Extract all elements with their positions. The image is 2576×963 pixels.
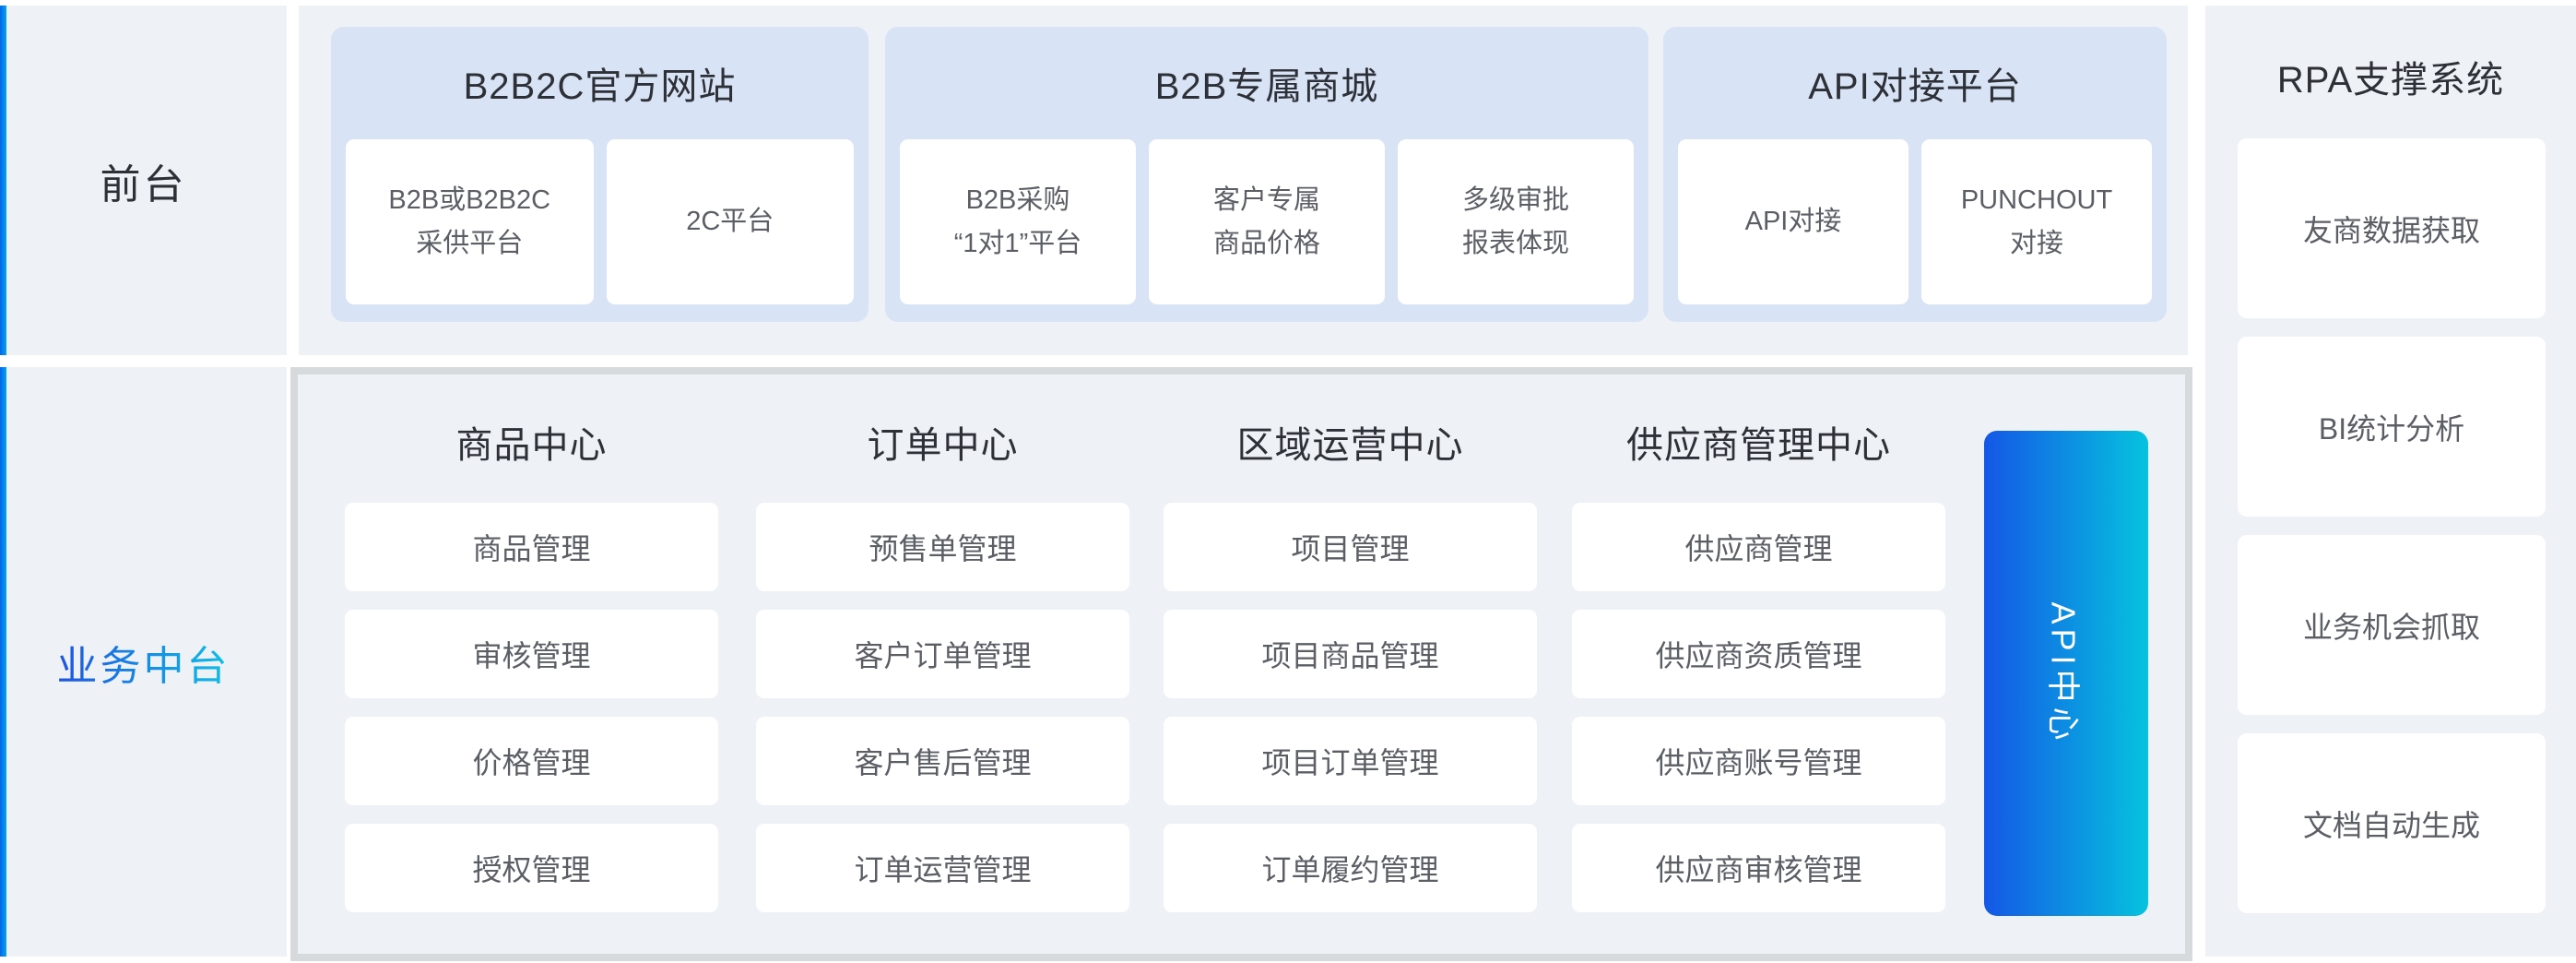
node-api-integration: API对接 bbox=[1678, 139, 1908, 304]
node-customer-exclusive-prices: 客户专属 商品价格 bbox=[1149, 139, 1385, 304]
node-label-line: 客户专属 bbox=[1212, 184, 1320, 215]
column-title: 商品中心 bbox=[455, 425, 608, 466]
front-stage-panel: 前台 bbox=[0, 6, 287, 355]
middle-stage-accent-bar bbox=[0, 367, 6, 957]
node-label-line: B2B采购 bbox=[965, 184, 1070, 215]
node-bi-statistical-analysis: BI统计分析 bbox=[2238, 337, 2546, 517]
node-presale-order-management: 预售单管理 bbox=[756, 503, 1129, 591]
node-project-product-management: 项目商品管理 bbox=[1164, 610, 1537, 698]
group-children: B2B或B2B2C 采供平台 2C平台 bbox=[331, 139, 869, 322]
api-center-label: API中心 bbox=[2045, 601, 2083, 745]
node-product-management: 商品管理 bbox=[345, 503, 718, 591]
column-title: 区域运营中心 bbox=[1236, 425, 1464, 466]
column-regional-operation-center: 区域运营中心 项目管理 项目商品管理 项目订单管理 订单履约管理 bbox=[1164, 374, 1537, 912]
group-b2b-exclusive-mall: B2B专属商城 B2B采购 “1对1”平台 客户专属 商品价格 多级审批 报表体… bbox=[885, 27, 1648, 322]
node-customer-aftersales-management: 客户售后管理 bbox=[756, 717, 1129, 805]
rpa-support-panel: RPA支撑系统 友商数据获取 BI统计分析 业务机会抓取 文档自动生成 bbox=[2205, 6, 2576, 957]
node-price-management: 价格管理 bbox=[345, 717, 718, 805]
node-business-opportunity-capture: 业务机会抓取 bbox=[2238, 535, 2546, 715]
node-label-line: 对接 bbox=[2009, 228, 2063, 258]
node-authorization-management: 授权管理 bbox=[345, 824, 718, 912]
column-supplier-management-center: 供应商管理中心 供应商管理 供应商资质管理 供应商账号管理 供应商审核管理 bbox=[1572, 374, 1945, 912]
node-project-order-management: 项目订单管理 bbox=[1164, 717, 1537, 805]
column-items: 商品管理 审核管理 价格管理 授权管理 bbox=[345, 503, 718, 912]
node-customer-order-management: 客户订单管理 bbox=[756, 610, 1129, 698]
group-title: B2B2C官方网站 bbox=[463, 66, 737, 107]
column-title: 订单中心 bbox=[867, 425, 1019, 466]
group-title: B2B专属商城 bbox=[1154, 66, 1379, 107]
business-middle-platform-box: 商品中心 商品管理 审核管理 价格管理 授权管理 订单中心 预售单管理 客户订单… bbox=[290, 367, 2192, 961]
middle-stage-panel: 业务中台 bbox=[0, 367, 287, 957]
rpa-title: RPA支撑系统 bbox=[2276, 60, 2505, 101]
front-stage-row: B2B2C官方网站 B2B或B2B2C 采供平台 2C平台 B2B专属商城 B2… bbox=[299, 6, 2188, 355]
group-children: API对接 PUNCHOUT 对接 bbox=[1663, 139, 2167, 322]
node-label-line: 采供平台 bbox=[416, 228, 524, 258]
node-b2b-or-b2b2c-platform: B2B或B2B2C 采供平台 bbox=[346, 139, 594, 304]
column-items: 供应商管理 供应商资质管理 供应商账号管理 供应商审核管理 bbox=[1572, 503, 1945, 912]
node-label-line: API对接 bbox=[1744, 207, 1842, 236]
node-supplier-qualification-management: 供应商资质管理 bbox=[1572, 610, 1945, 698]
column-items: 项目管理 项目商品管理 项目订单管理 订单履约管理 bbox=[1164, 503, 1537, 912]
node-order-operation-management: 订单运营管理 bbox=[756, 824, 1129, 912]
node-label-line: 报表体现 bbox=[1461, 228, 1569, 258]
api-center-bar: API中心 bbox=[1984, 431, 2148, 916]
column-order-center: 订单中心 预售单管理 客户订单管理 客户售后管理 订单运营管理 bbox=[756, 374, 1129, 912]
node-review-management: 审核管理 bbox=[345, 610, 718, 698]
front-stage-accent-bar bbox=[0, 6, 6, 355]
column-items: 预售单管理 客户订单管理 客户售后管理 订单运营管理 bbox=[756, 503, 1129, 912]
node-label-line: “1对1”平台 bbox=[953, 228, 1082, 258]
node-multi-level-approval-reports: 多级审批 报表体现 bbox=[1398, 139, 1634, 304]
node-label-line: 商品价格 bbox=[1212, 228, 1320, 258]
middle-stage-label: 业务中台 bbox=[57, 633, 230, 692]
column-title: 供应商管理中心 bbox=[1626, 425, 1891, 466]
node-b2b-purchase-1to1-platform: B2B采购 “1对1”平台 bbox=[900, 139, 1136, 304]
node-label-line: 多级审批 bbox=[1461, 184, 1569, 215]
node-competitor-data-acquisition: 友商数据获取 bbox=[2238, 138, 2546, 318]
node-document-auto-generation: 文档自动生成 bbox=[2238, 733, 2546, 913]
group-children: B2B采购 “1对1”平台 客户专属 商品价格 多级审批 报表体现 bbox=[885, 139, 1648, 322]
node-2c-platform: 2C平台 bbox=[606, 139, 854, 304]
group-b2b2c-official-website: B2B2C官方网站 B2B或B2B2C 采供平台 2C平台 bbox=[331, 27, 869, 322]
front-stage-label: 前台 bbox=[100, 161, 187, 208]
node-label-line: PUNCHOUT bbox=[1960, 184, 2113, 215]
node-supplier-management: 供应商管理 bbox=[1572, 503, 1945, 591]
node-supplier-account-management: 供应商账号管理 bbox=[1572, 717, 1945, 805]
group-title: API对接平台 bbox=[1808, 66, 2022, 107]
node-label-line: 2C平台 bbox=[686, 207, 774, 236]
node-project-management: 项目管理 bbox=[1164, 503, 1537, 591]
rpa-items: 友商数据获取 BI统计分析 业务机会抓取 文档自动生成 bbox=[2238, 138, 2546, 913]
node-label-line: B2B或B2B2C bbox=[388, 184, 551, 215]
node-supplier-review-management: 供应商审核管理 bbox=[1572, 824, 1945, 912]
group-api-integration-platform: API对接平台 API对接 PUNCHOUT 对接 bbox=[1663, 27, 2167, 322]
node-punchout-integration: PUNCHOUT 对接 bbox=[1921, 139, 2152, 304]
column-product-center: 商品中心 商品管理 审核管理 价格管理 授权管理 bbox=[345, 374, 718, 912]
node-order-fulfillment-management: 订单履约管理 bbox=[1164, 824, 1537, 912]
